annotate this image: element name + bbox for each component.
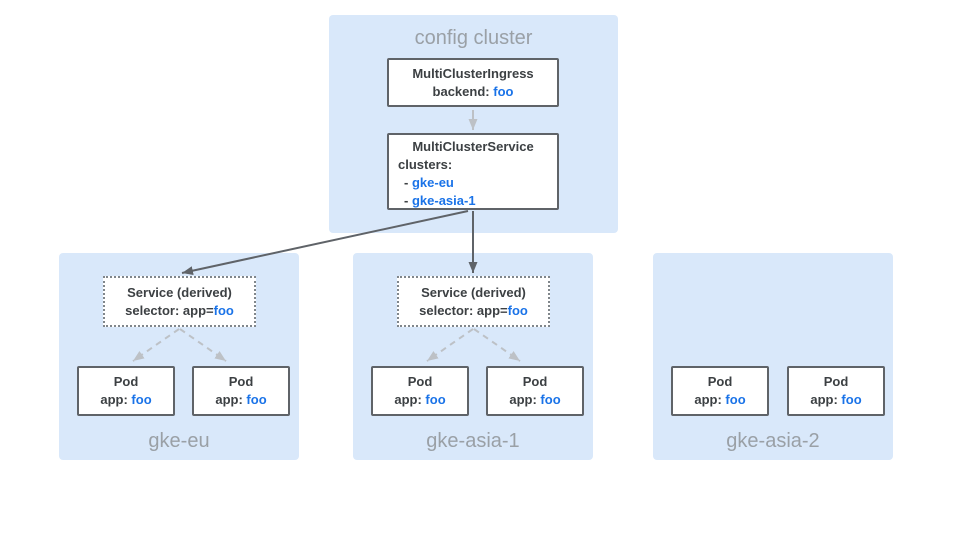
cluster-gke-asia-2: Pod app: foo Pod app: foo gke-asia-2: [653, 253, 893, 460]
service-derived-box: Service (derived) selector: app=foo: [103, 276, 256, 327]
app-label: app:: [509, 392, 537, 407]
app-label: app:: [100, 392, 128, 407]
cluster-name-gke-asia-1: gke-asia-1: [426, 430, 520, 452]
app-label: app:: [694, 392, 722, 407]
service-derived-title: Service (derived): [421, 284, 526, 300]
multiclusteringress-backend-line: backend: foo: [433, 83, 514, 101]
item-prefix: -: [404, 193, 409, 208]
app-value: foo: [425, 392, 446, 407]
service-derived-box: Service (derived) selector: app=foo: [397, 276, 550, 327]
app-value: foo: [841, 392, 862, 407]
backend-value: foo: [493, 83, 514, 99]
pod-app-line: app: foo: [694, 391, 745, 409]
item-prefix: -: [404, 175, 409, 190]
pod-box: Pod app: foo: [486, 366, 584, 416]
service-selector-line: selector: app=foo: [125, 302, 234, 320]
multiclusterservice-box: MultiClusterService clusters: - gke-eu -…: [387, 133, 559, 210]
pod-app-line: app: foo: [215, 391, 266, 409]
multiclusterservice-cluster-item: - gke-eu: [398, 174, 557, 192]
app-value: foo: [246, 392, 267, 407]
pod-app-line: app: foo: [810, 391, 861, 409]
pod-box: Pod app: foo: [192, 366, 290, 416]
config-cluster: config cluster MultiClusterIngress backe…: [329, 15, 618, 233]
pod-box: Pod app: foo: [787, 366, 885, 416]
app-value: foo: [725, 392, 746, 407]
pod-title: Pod: [407, 374, 433, 389]
cluster-ref-gke-asia-1: gke-asia-1: [411, 193, 476, 208]
pod-title: Pod: [823, 374, 849, 389]
app-value: foo: [540, 392, 561, 407]
pod-app-line: app: foo: [100, 391, 151, 409]
multiclusterservice-title: MultiClusterService: [412, 139, 534, 154]
selector-value: foo: [213, 302, 234, 318]
multiclusteringress-box: MultiClusterIngress backend: foo: [387, 58, 559, 107]
config-cluster-label: config cluster: [414, 27, 533, 49]
pod-box: Pod app: foo: [371, 366, 469, 416]
pod-title: Pod: [228, 374, 254, 389]
pod-title: Pod: [113, 374, 139, 389]
service-derived-title: Service (derived): [127, 284, 232, 300]
app-label: app:: [215, 392, 243, 407]
cluster-gke-asia-1: Service (derived) selector: app=foo Pod …: [353, 253, 593, 460]
multiclusterservice-cluster-item: - gke-asia-1: [398, 192, 557, 210]
app-label: app:: [810, 392, 838, 407]
pod-title: Pod: [522, 374, 548, 389]
cluster-ref-gke-eu: gke-eu: [411, 175, 454, 190]
service-selector-line: selector: app=foo: [419, 302, 528, 320]
pod-box: Pod app: foo: [671, 366, 769, 416]
pod-title: Pod: [707, 374, 733, 389]
app-label: app:: [394, 392, 422, 407]
cluster-name-gke-eu: gke-eu: [148, 430, 210, 452]
pod-box: Pod app: foo: [77, 366, 175, 416]
app-value: foo: [131, 392, 152, 407]
backend-label: backend:: [432, 83, 490, 99]
cluster-name-gke-asia-2: gke-asia-2: [726, 430, 820, 452]
selector-value: foo: [507, 302, 528, 318]
pod-app-line: app: foo: [509, 391, 560, 409]
pod-app-line: app: foo: [394, 391, 445, 409]
cluster-gke-eu: Service (derived) selector: app=foo Pod …: [59, 253, 299, 460]
multiclusteringress-title: MultiClusterIngress: [412, 65, 534, 81]
selector-label: selector: app=: [125, 302, 214, 318]
selector-label: selector: app=: [419, 302, 508, 318]
multiclusterservice-clusters-label: clusters:: [398, 157, 453, 172]
